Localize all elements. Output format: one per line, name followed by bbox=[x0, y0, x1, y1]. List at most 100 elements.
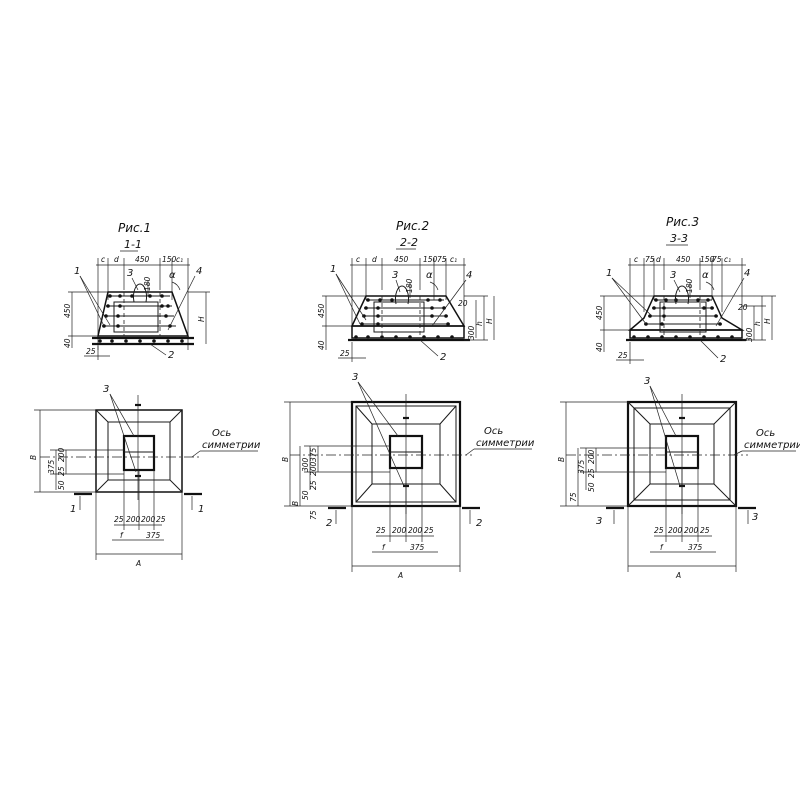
figure-3-dim-40: 40 bbox=[595, 342, 604, 352]
figure-1-dim-25-v: 25 bbox=[57, 466, 66, 476]
figure-1-section-view: 180 1 3 4 2 α 450 40 H 25 bbox=[63, 266, 210, 361]
figure-3-callout-3: 3 bbox=[670, 270, 676, 281]
figure-3-plan-view: 3 B 75 375 200 25 50 3 3 bbox=[557, 376, 758, 580]
figure-1-dim-H: H bbox=[197, 316, 206, 322]
figure-2-dim-300-v: B bbox=[291, 501, 300, 506]
figure-1: Рис.1 1-1 c d 450 150 c₁ bbox=[29, 221, 261, 568]
figure-1-dim-150: 150 bbox=[162, 255, 177, 264]
figure-1-dim-200: 200 bbox=[57, 447, 66, 462]
figure-2-cut-mark-right: 2 bbox=[476, 518, 482, 529]
figure-2-axis-label-line1: Ось bbox=[484, 426, 503, 437]
figure-2-dim-300: 300 bbox=[467, 325, 476, 340]
figure-3-dim-d: d bbox=[656, 255, 661, 264]
figure-3-dim-h: h bbox=[753, 321, 762, 326]
figure-2-dim-25: 25 bbox=[340, 349, 350, 358]
figure-3: Рис.3 3-3 c 75 d 450 150 75 c₁ bbox=[557, 215, 800, 580]
figure-2-title: Рис.2 bbox=[396, 219, 429, 233]
figure-3-section-label: 3-3 bbox=[670, 232, 688, 245]
figure-1-dim-25: 25 bbox=[86, 347, 96, 356]
figure-3-cut-mark-left: 3 bbox=[596, 516, 602, 527]
figure-3-dim-75-b: 75 bbox=[712, 255, 722, 264]
figure-1-cut-mark-right: 1 bbox=[198, 504, 204, 515]
figure-3-dim-c1: c₁ bbox=[724, 255, 731, 264]
figure-1-symmetry-axis-label: Ось симметрии bbox=[191, 428, 261, 458]
figure-1-dim-180: 180 bbox=[143, 276, 152, 291]
figure-1-dim-c: c bbox=[101, 255, 106, 264]
figure-2-callout-3: 3 bbox=[392, 270, 398, 281]
figure-2-callout-2: 2 bbox=[440, 352, 446, 363]
figure-3-top-dimension-chain: c 75 d 450 150 75 c₁ bbox=[628, 255, 746, 330]
figure-3-callout-2: 2 bbox=[720, 354, 726, 365]
figure-2-dim-H: H bbox=[485, 318, 494, 324]
figure-2-dim-40: 40 bbox=[317, 340, 326, 350]
figure-1-callout-2: 2 bbox=[168, 350, 174, 361]
figure-1-dim-375-h: 375 bbox=[146, 531, 161, 540]
figure-3-dim-450: 450 bbox=[676, 255, 691, 264]
figure-2-dim-375-h: 375 bbox=[410, 543, 425, 552]
figure-1-title: Рис.1 bbox=[118, 221, 151, 235]
figure-2-dim-25-v: 200 bbox=[309, 461, 318, 476]
figure-3-section-view: 180 1 3 4 2 α 450 40 300 h H bbox=[595, 268, 776, 365]
figure-3-plan-callout-3: 3 bbox=[644, 376, 650, 387]
figure-3-dim-25: 25 bbox=[618, 351, 628, 360]
figure-2-dim-d: d bbox=[372, 255, 377, 264]
figure-3-dim-75-a: 75 bbox=[645, 255, 655, 264]
figure-2-dim-75: 75 bbox=[437, 255, 447, 264]
figure-2-plan-callout-3: 3 bbox=[352, 372, 358, 383]
figure-1-dim-B: B bbox=[29, 455, 38, 460]
figure-1-top-dimension-chain: c d 450 150 c₁ bbox=[96, 255, 190, 350]
figure-1-dim-A: A bbox=[135, 559, 141, 568]
figure-3-callout-1: 1 bbox=[606, 268, 612, 279]
figure-3-symmetry-axis-label: Ось симметрии bbox=[733, 428, 800, 456]
figure-1-alpha: α bbox=[169, 270, 176, 281]
figure-3-dim-180: 180 bbox=[685, 278, 694, 293]
figure-2-dim-A: A bbox=[397, 571, 403, 580]
figure-3-dim-75-v: 75 bbox=[569, 492, 578, 502]
figure-3-dim-375-h: 375 bbox=[688, 543, 703, 552]
figure-2-dim-150: 150 bbox=[423, 255, 438, 264]
figure-3-dim-f: f bbox=[660, 543, 664, 552]
figure-3-dim-450-vertical: 450 bbox=[595, 305, 604, 320]
figure-2-symmetry-axis-label: Ось симметрии bbox=[465, 426, 535, 456]
figure-1-dim-f: f bbox=[120, 531, 124, 540]
figure-3-dim-A: A bbox=[675, 571, 681, 580]
figure-2-dim-50: 25 bbox=[309, 480, 318, 490]
figure-2-dim-25-a: 25 bbox=[376, 526, 386, 535]
figure-1-dim-450: 450 bbox=[135, 255, 150, 264]
figure-2-dim-25-b: 25 bbox=[424, 526, 434, 535]
figure-1-axis-label-line1: Ось bbox=[212, 428, 231, 439]
figure-1-section-label: 1-1 bbox=[124, 238, 142, 251]
figure-2-dim-c1: c₁ bbox=[450, 255, 457, 264]
figure-3-alpha: α bbox=[702, 270, 709, 281]
figure-2-dim-h: h bbox=[475, 321, 484, 326]
figure-2-top-dimension-chain: c d 450 150 75 c₁ bbox=[350, 255, 466, 330]
figure-1-callout-1: 1 bbox=[74, 266, 80, 277]
figure-2-callout-4: 4 bbox=[466, 270, 472, 281]
figure-3-dim-200-a: 200 bbox=[668, 526, 683, 535]
figure-3-dim-20: 20 bbox=[738, 303, 748, 312]
figure-2-section-label: 2-2 bbox=[400, 236, 418, 249]
figure-2: Рис.2 2-2 c d 450 150 75 c₁ bbox=[281, 219, 535, 580]
figure-2-dim-c: c bbox=[356, 255, 361, 264]
figure-3-callout-4: 4 bbox=[744, 268, 750, 279]
figure-2-alpha: α bbox=[426, 270, 433, 281]
figure-2-dim-75-v: 50 bbox=[301, 490, 310, 500]
figure-2-dim-375: 300 bbox=[301, 457, 310, 472]
figure-2-dim-B: B bbox=[281, 457, 290, 462]
figure-2-section-view: 180 1 3 4 2 α 450 40 300 h H bbox=[317, 264, 495, 363]
figure-1-dim-c1: c₁ bbox=[176, 255, 183, 264]
figure-1-dim-200-a: 200 bbox=[126, 515, 141, 524]
figure-3-dim-200-b: 200 bbox=[684, 526, 699, 535]
figure-1-cut-mark-left: 1 bbox=[70, 504, 76, 515]
figure-3-title: Рис.3 bbox=[666, 215, 699, 229]
figure-3-dim-B: B bbox=[557, 457, 566, 462]
figure-2-callout-1: 1 bbox=[330, 264, 336, 275]
figure-3-axis-label-line1: Ось bbox=[756, 428, 775, 439]
figure-1-dim-200-b: 200 bbox=[141, 515, 156, 524]
figure-1-dim-25-b: 25 bbox=[156, 515, 166, 524]
figure-2-axis-label-line2: симметрии bbox=[476, 438, 535, 449]
figure-1-dim-375: 375 bbox=[47, 459, 56, 474]
figure-2-dim-20: 20 bbox=[458, 299, 468, 308]
